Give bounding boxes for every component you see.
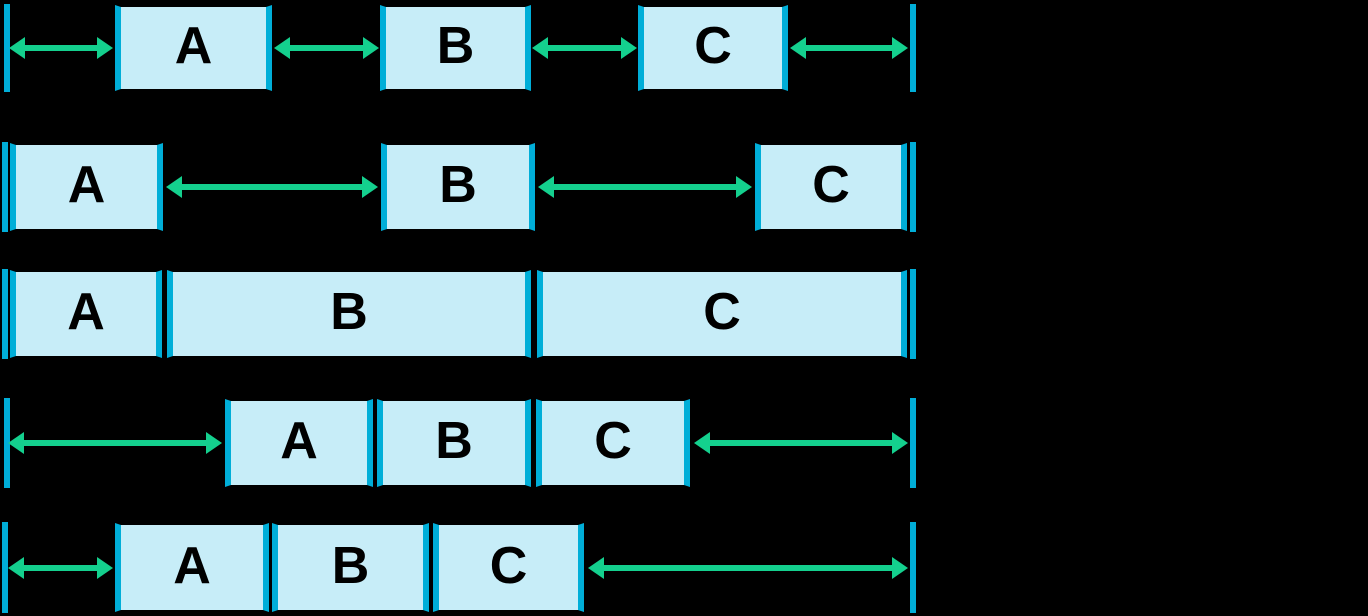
item-box-b: B [272,523,429,612]
row-start-offset: A B C [0,522,920,613]
container-edge-right [910,4,916,92]
item-box-b: B [167,270,531,358]
item-box-c: C [755,143,907,231]
item-label: B [436,17,475,75]
arrow-shaft [704,440,898,446]
container-edge-right [910,142,916,232]
spacing-arrow [8,428,222,458]
arrow-shaft [284,45,369,51]
container-edge-left [2,142,8,232]
item-label: C [812,156,850,214]
spacing-arrow [9,33,113,63]
container-edge-left [2,522,8,613]
spacing-arrow [790,33,908,63]
arrow-shaft [542,45,627,51]
container-edge-left [4,4,10,92]
item-box-a: A [115,5,272,91]
container-edge-left [2,269,8,359]
item-box-b: B [381,143,535,231]
spacing-arrow [8,553,113,583]
item-box-c: C [536,399,690,487]
item-box-c: C [537,270,907,358]
item-label: C [489,536,528,595]
item-label: B [330,283,368,341]
arrow-shaft [176,184,368,190]
item-label: A [173,536,211,595]
item-label: B [439,156,477,214]
arrow-shaft [19,45,103,51]
item-label: B [331,536,370,595]
arrow-shaft [598,564,898,571]
row-space-between: A B C [0,142,920,232]
row-space-evenly: A B C [0,4,920,92]
arrow-shaft [800,45,898,51]
container-edge-right [910,269,916,359]
item-box-c: C [638,5,788,91]
item-box-b: B [377,399,531,487]
spacing-arrow [532,33,637,63]
spacing-arrow [588,553,908,583]
item-box-a: A [10,270,162,358]
container-edge-right [910,398,916,488]
item-label: A [280,412,318,470]
item-box-b: B [380,5,531,91]
row-center: A B C [0,398,920,488]
item-box-a: A [225,399,373,487]
container-edge-right [910,522,916,613]
spacing-arrow [166,172,378,202]
row-stretch: A B C [0,269,920,359]
arrow-shaft [548,184,742,190]
item-box-a: A [115,523,269,612]
item-label: C [703,283,741,341]
arrow-shaft [18,440,212,446]
item-label: B [435,412,473,470]
item-label: C [694,17,732,75]
spacing-arrow [694,428,908,458]
arrow-shaft [18,564,103,571]
spacing-arrow [538,172,752,202]
item-box-a: A [10,143,163,231]
item-label: A [67,156,106,214]
spacing-arrow [274,33,379,63]
container-edge-left [4,398,10,488]
item-label: C [594,412,632,470]
item-label: A [67,283,105,341]
item-label: A [174,17,213,75]
item-box-c: C [433,523,584,612]
